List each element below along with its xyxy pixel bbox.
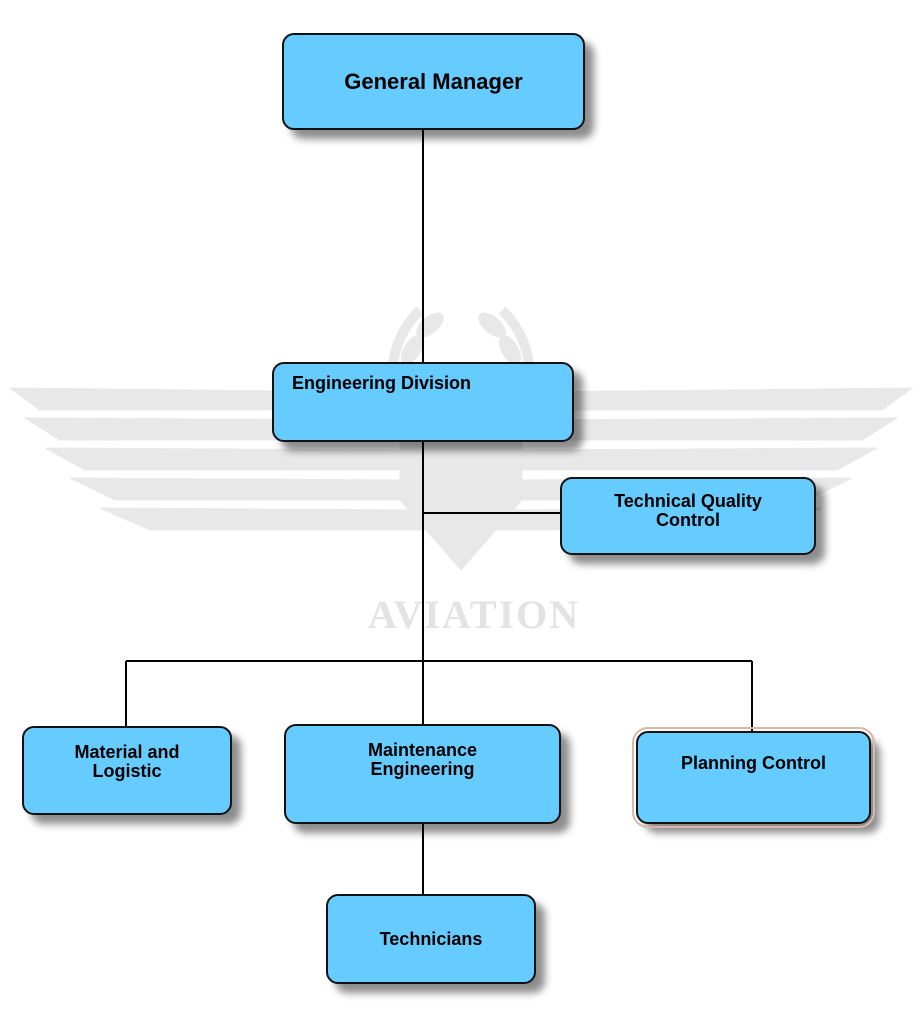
node-label-line-1: Technical Quality (614, 491, 762, 512)
node-engineering-division: Engineering Division (272, 362, 574, 442)
node-label-line-2: Logistic (92, 760, 162, 781)
node-label-group: Material and Logistic (74, 741, 180, 781)
node-technical-quality-control: Technical Quality Control (560, 477, 816, 555)
watermark-text: AVIATION (368, 592, 580, 637)
node-planning-control: Planning Control (632, 727, 875, 828)
node-label-line-2: Control (656, 510, 720, 530)
node-technicians: Technicians (326, 894, 536, 984)
node-label-group: Technical Quality Control (614, 492, 762, 530)
node-label: General Manager (344, 68, 523, 94)
node-material-and-logistic: Material and Logistic (22, 726, 232, 815)
node-label: Engineering Division (292, 373, 472, 393)
node-maintenance-engineering: Maintenance Engineering (284, 724, 561, 824)
node-label: Technicians (379, 928, 483, 949)
node-label-line-1: Maintenance (367, 740, 478, 761)
node-label-line-1: Material and (74, 741, 180, 762)
node-general-manager: General Manager (282, 33, 585, 130)
node-label-line-2: Engineering (370, 759, 475, 779)
node-label: Planning Control (681, 753, 826, 774)
node-label-group: Maintenance Engineering (368, 741, 477, 779)
